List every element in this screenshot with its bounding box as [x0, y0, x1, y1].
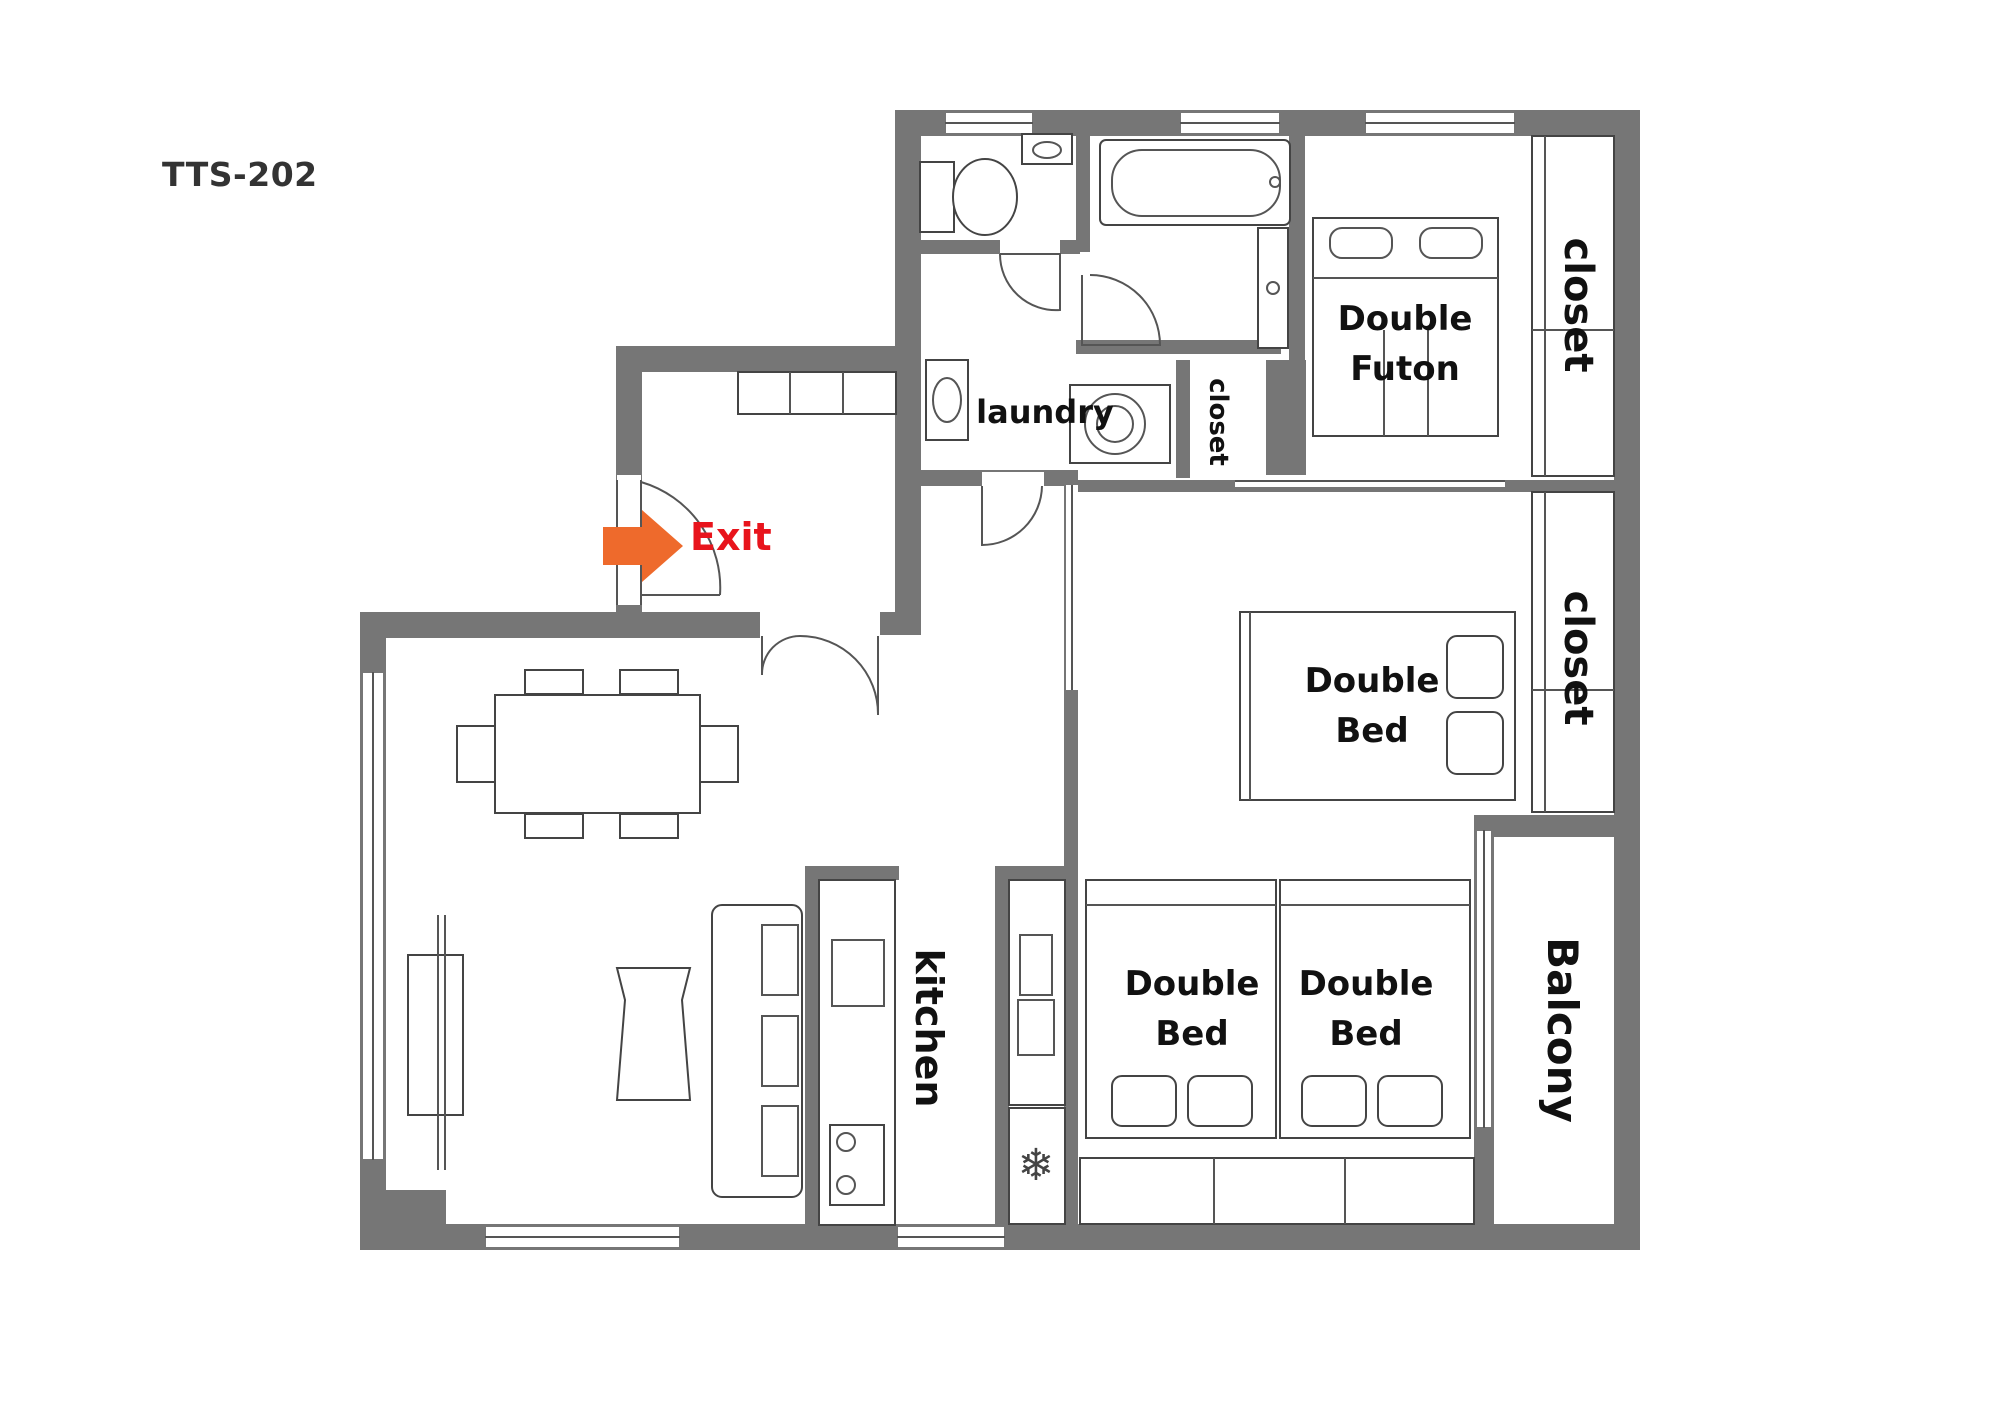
bed-right-label-line2: Bed	[1329, 1014, 1402, 1054]
living-dining	[407, 669, 803, 1198]
exit-arrow-icon	[603, 510, 683, 582]
coffee-table	[615, 967, 692, 1101]
closet-top-label: closet	[1555, 238, 1601, 373]
balcony: Balcony	[1538, 937, 1587, 1123]
exit-marker: Exit	[603, 510, 772, 582]
laundry-area: laundry closet	[737, 359, 1233, 466]
bed-left-label-line2: Bed	[1155, 1014, 1228, 1054]
bed-right-label-line1: Double	[1299, 964, 1434, 1004]
balcony-label: Balcony	[1538, 937, 1587, 1123]
washing-machine	[1069, 384, 1171, 464]
wardrobe-row	[1079, 1157, 1475, 1225]
bed-middle-label-line2: Bed	[1335, 711, 1408, 751]
kitchen-label: kitchen	[907, 949, 951, 1108]
sofa	[711, 904, 803, 1198]
futon	[1312, 217, 1499, 437]
laundry-label: laundry	[976, 393, 1114, 431]
unit-title: TTS-202	[162, 155, 318, 194]
bed-middle-label-line1: Double	[1305, 661, 1440, 701]
closet-middle-label: closet	[1555, 591, 1601, 726]
futon-label-line1: Double	[1338, 299, 1473, 339]
bottom-bedroom: Double Bed Double Bed	[1079, 879, 1475, 1225]
appliance-counter	[1008, 879, 1066, 1106]
closet-small-label: closet	[1203, 378, 1233, 466]
tv-unit	[407, 954, 464, 1116]
dining-table	[494, 694, 701, 814]
kitchen: kitchen ❄	[818, 879, 1066, 1226]
exit-label: Exit	[690, 515, 772, 559]
toilet-sink	[1021, 133, 1073, 165]
bed-left-label-line1: Double	[1125, 964, 1260, 1004]
bathtub	[1099, 139, 1291, 226]
toilet-tank	[919, 161, 955, 233]
windows	[361, 111, 1516, 1249]
bathroom-sink	[1257, 227, 1289, 349]
refrigerator	[1008, 1107, 1066, 1225]
snowflake-icon: ❄	[1018, 1140, 1055, 1191]
middle-bedroom: Double Bed closet	[1239, 491, 1615, 813]
bathroom	[919, 133, 1291, 349]
hall-shelf	[737, 371, 897, 415]
toilet-bowl	[952, 158, 1018, 236]
futon-room: Double Futon closet	[1312, 135, 1615, 477]
futon-label-line2: Futon	[1350, 349, 1460, 389]
